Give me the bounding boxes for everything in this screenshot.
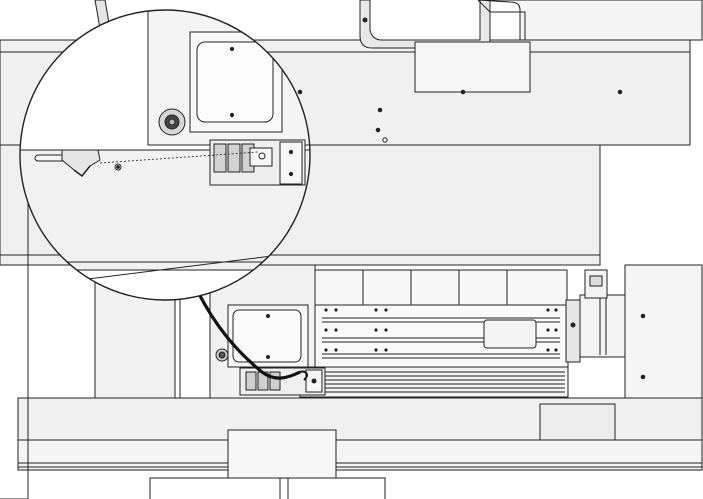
axis-top-plate	[506, 269, 568, 306]
axis-screws	[324, 308, 558, 352]
signal-cable-tail	[299, 370, 308, 381]
top-right-hood	[477, 0, 703, 41]
side-hole	[640, 313, 646, 319]
mag-small-hole-inner	[116, 165, 120, 169]
side-hole	[640, 374, 646, 380]
sensor-plate-hole	[311, 378, 317, 384]
mag-cover-screw	[229, 46, 235, 52]
mag-sensor	[227, 143, 241, 173]
axis-top-plate	[362, 269, 412, 306]
extrusion-grooves	[325, 371, 565, 393]
magnifier-content	[20, 10, 310, 291]
mag-sensor-hole	[258, 152, 266, 160]
cover-screw	[266, 355, 270, 359]
motor-body	[579, 294, 626, 358]
mag-sensor	[213, 143, 227, 173]
mag-connector-pin	[168, 118, 176, 126]
motor-screw	[570, 322, 576, 328]
signal-cable	[196, 291, 301, 380]
base-step-right	[539, 403, 616, 445]
top-center-bracket	[359, 0, 491, 49]
mag-cover-window	[196, 41, 274, 123]
mount-hole	[375, 127, 381, 133]
mag-pin-shaft	[34, 154, 66, 162]
sensor-block	[269, 371, 281, 391]
axis-top-plate	[314, 269, 364, 306]
base-plate-lower	[17, 439, 703, 471]
left-edge-panel	[0, 144, 29, 499]
motor-top-knob	[589, 275, 603, 287]
axis-carriage	[483, 319, 537, 349]
top-right-hood-step	[477, 0, 526, 40]
mag-cover-screw	[229, 112, 235, 118]
hanging-block	[414, 41, 531, 93]
cover-window	[232, 309, 302, 363]
bottom-center-block	[227, 429, 337, 479]
sensor-block	[245, 371, 257, 391]
magnifier-outline	[19, 9, 311, 301]
mount-hole	[377, 107, 383, 113]
axis-top-plate	[458, 269, 508, 306]
mount-hole	[460, 89, 466, 95]
motor-flange	[565, 299, 581, 363]
mount-hole	[617, 89, 623, 95]
cover-screw	[266, 314, 270, 318]
round-connector-core	[218, 351, 226, 359]
bottom-foot	[149, 477, 386, 499]
mag-side-plate-hole	[288, 171, 294, 177]
mount-hole	[382, 137, 388, 143]
top-bracket-hole	[362, 17, 368, 23]
mag-side-plate	[279, 141, 303, 185]
mount-hole	[297, 89, 303, 95]
axis-top-plate	[410, 269, 460, 306]
right-side-panel	[624, 264, 703, 406]
axis-top-plates	[314, 269, 568, 306]
mag-flag-shadow	[73, 165, 91, 178]
mag-side-plate-hole	[288, 149, 294, 155]
